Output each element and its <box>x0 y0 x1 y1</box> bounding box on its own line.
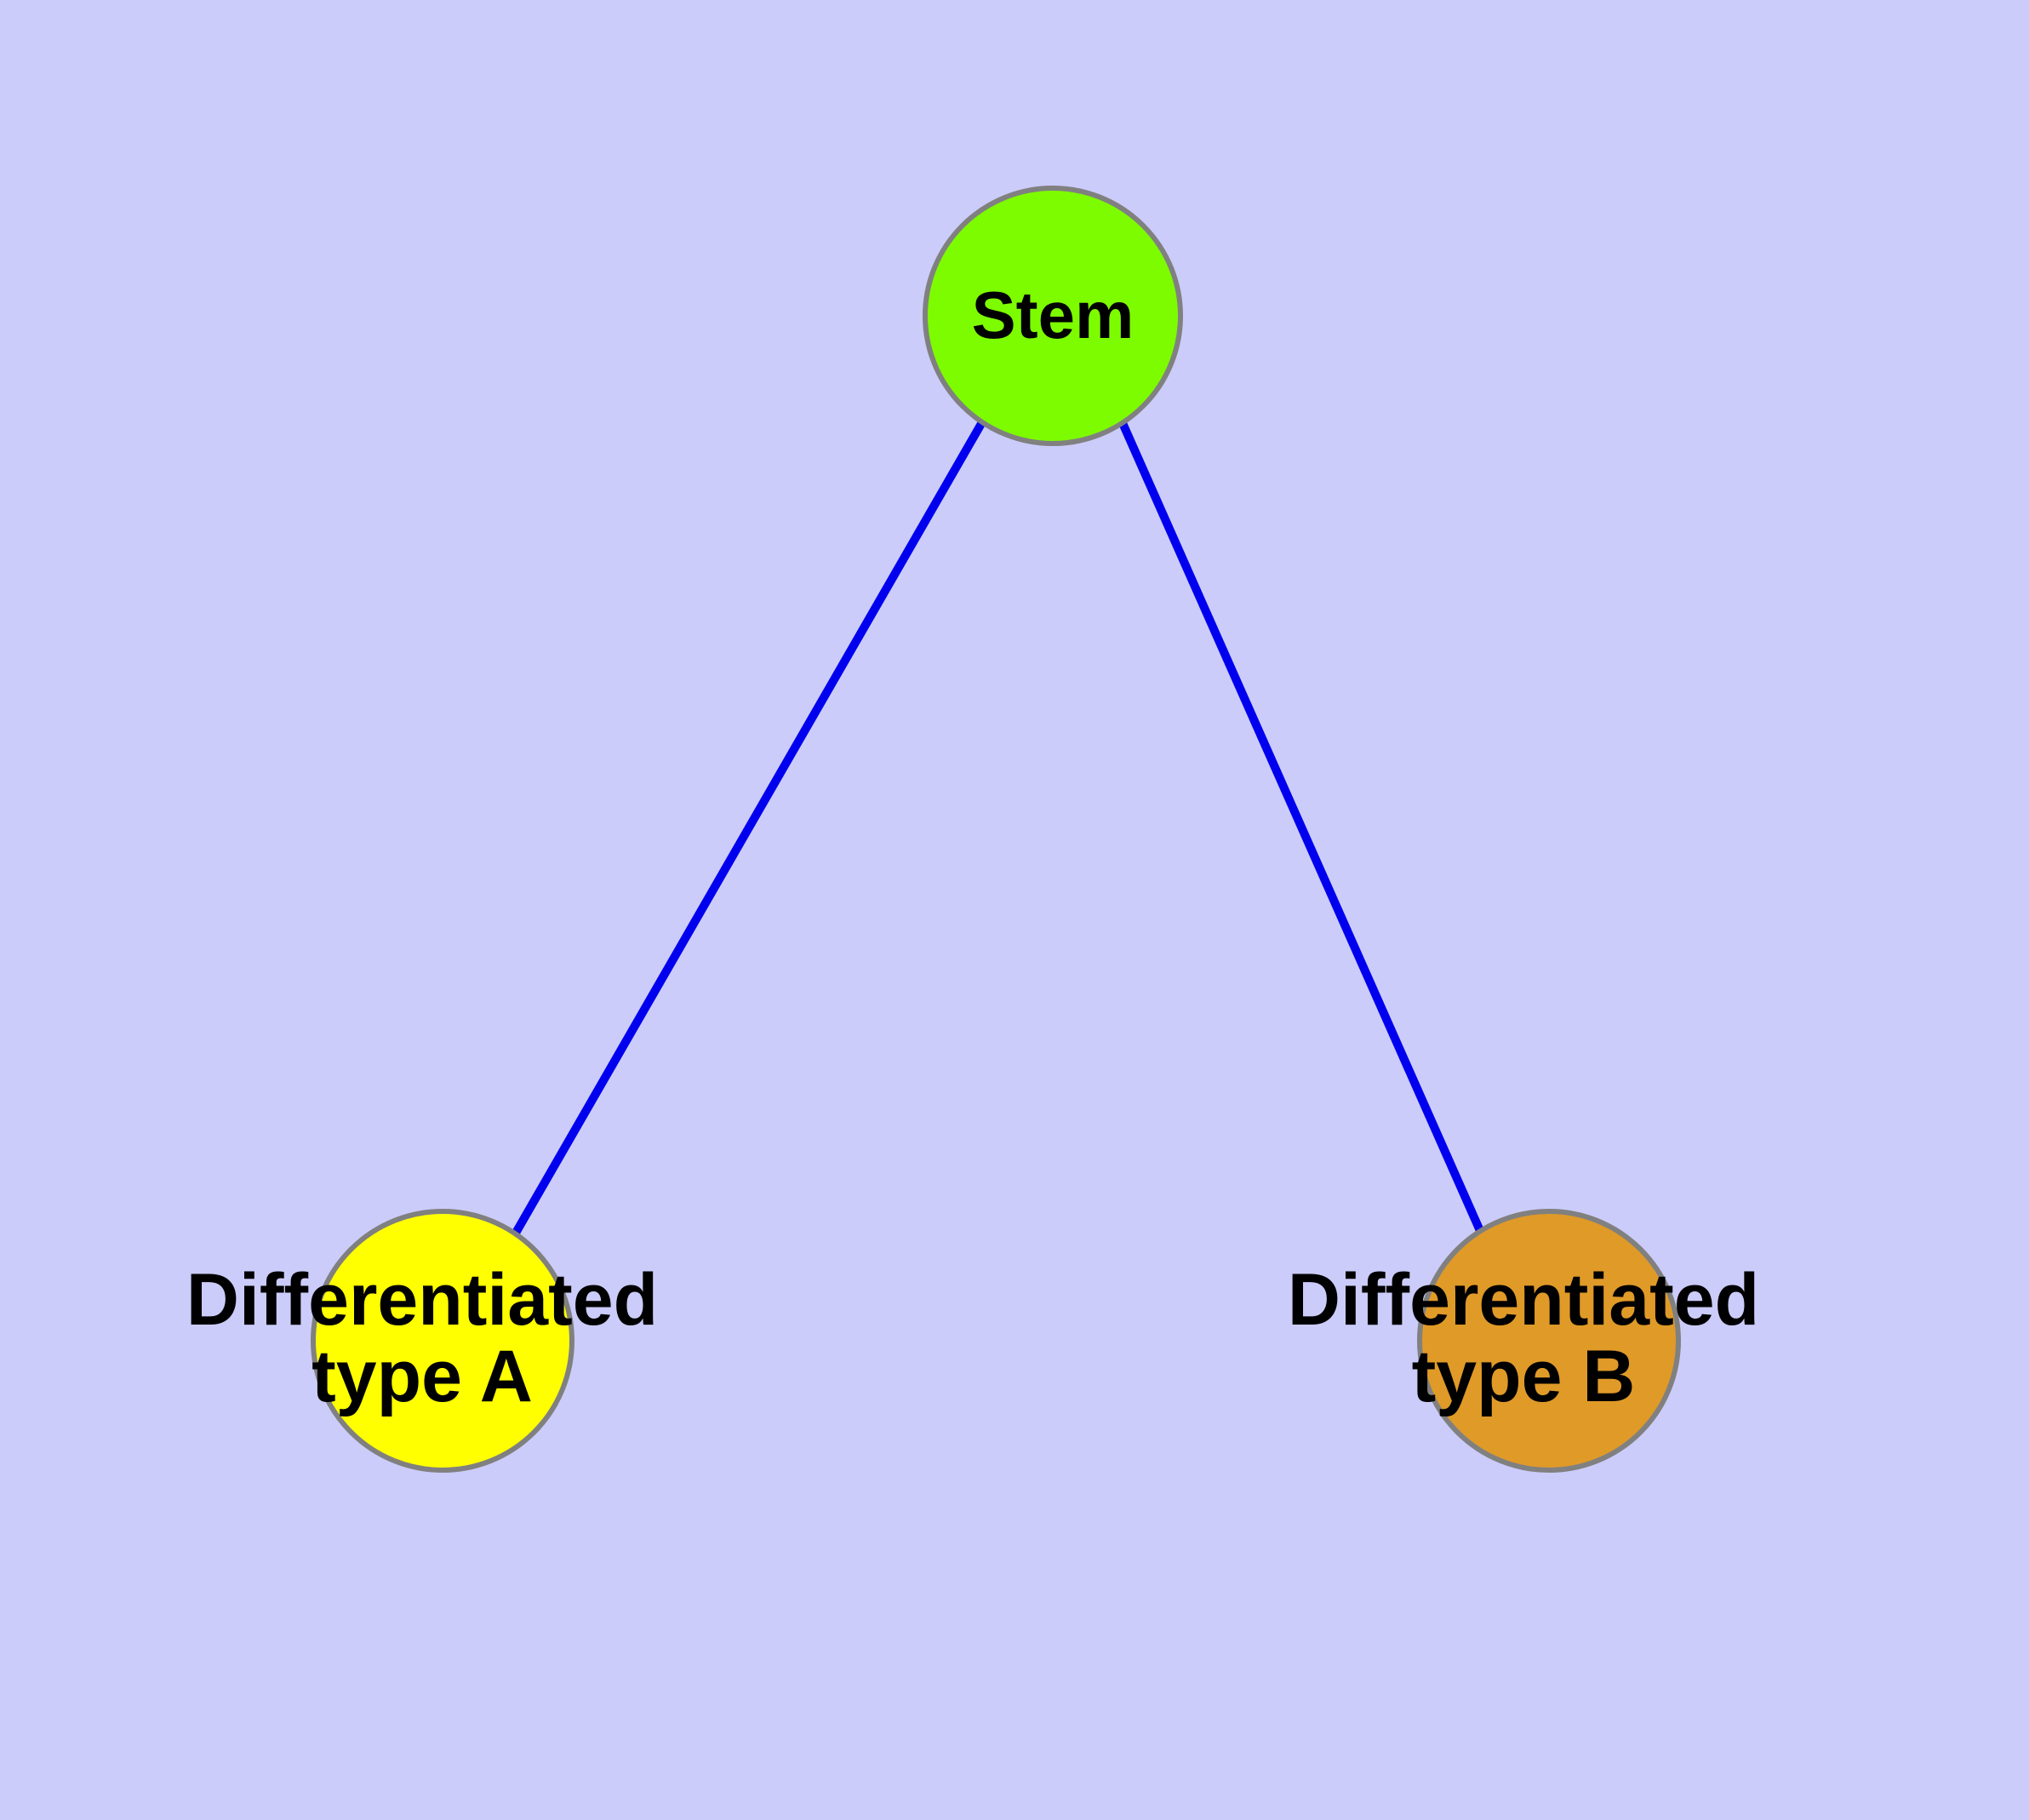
node-layer <box>311 186 1681 1473</box>
edge-stem-to-differentiated-type-b[interactable] <box>1118 421 1485 1235</box>
node-differentiated-type-b[interactable] <box>1417 1209 1681 1473</box>
edge-layer <box>511 420 1485 1237</box>
node-stem[interactable] <box>923 186 1183 446</box>
node-differentiated-type-a[interactable] <box>311 1209 574 1473</box>
edge-stem-to-differentiated-type-a[interactable] <box>511 420 986 1237</box>
